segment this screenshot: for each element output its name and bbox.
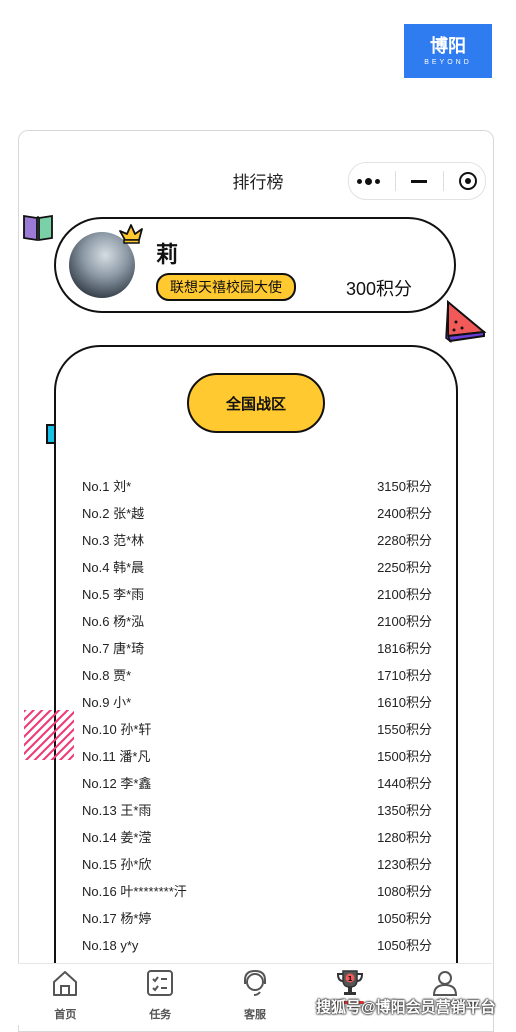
rank-name: No.1 刘*	[82, 479, 132, 494]
rank-name: No.16 叶********汗	[82, 884, 187, 899]
crown-icon	[119, 224, 143, 244]
rank-name: No.13 王*雨	[82, 803, 152, 818]
capsule-divider	[442, 171, 444, 191]
rank-points: 1710积分	[377, 668, 432, 683]
user-name: 莉	[156, 242, 179, 267]
home-icon	[50, 968, 80, 998]
headset-icon	[240, 968, 270, 998]
tab-home[interactable]: 首页	[18, 964, 113, 1025]
rank-points: 1230积分	[377, 857, 432, 872]
list-item: No.12 李*鑫 1440积分	[82, 770, 432, 797]
tab-profile[interactable]	[397, 964, 492, 1025]
rank-points: 2100积分	[377, 587, 432, 602]
rank-name: No.17 杨*婷	[82, 911, 152, 926]
bottom-tab-bar: 首页 任务 客服 1	[18, 963, 492, 1025]
rank-name: No.8 贾*	[82, 668, 132, 683]
rank-points: 1050积分	[377, 938, 432, 953]
rank-name: No.9 小*	[82, 695, 132, 710]
list-item: No.6 杨*泓 2100积分	[82, 608, 432, 635]
trophy-icon: 1	[335, 968, 365, 998]
rank-points: 1816积分	[377, 641, 432, 656]
close-target-icon[interactable]	[459, 172, 478, 190]
list-item: No.13 王*雨 1350积分	[82, 797, 432, 824]
tab-tasks[interactable]: 任务	[113, 964, 208, 1025]
mini-program-capsule	[348, 162, 486, 200]
rank-name: No.18 y*y	[82, 938, 139, 953]
minimize-icon[interactable]	[411, 179, 428, 183]
tab-label: 首页	[54, 1009, 77, 1021]
rank-points: 1350积分	[377, 803, 432, 818]
list-item: No.16 叶********汗 1080积分	[82, 878, 432, 905]
rank-points: 1610积分	[377, 695, 432, 710]
user-icon	[430, 968, 460, 998]
rank-name: No.12 李*鑫	[82, 776, 152, 791]
user-points: 300积分	[346, 279, 413, 299]
active-tab-indicator	[335, 1001, 364, 1004]
rank-name: No.5 李*雨	[82, 587, 145, 602]
list-item: No.9 小* 1610积分	[82, 689, 432, 716]
ambassador-badge: 联想天禧校园大使	[156, 273, 296, 301]
rank-points: 1080积分	[377, 884, 432, 899]
rank-name: No.11 潘*凡	[82, 749, 151, 764]
task-list-icon	[145, 968, 175, 998]
rank-name: No.10 孙*轩	[82, 722, 152, 737]
list-item: No.14 姜*滢 1280积分	[82, 824, 432, 851]
profile-card: 莉 联想天禧校园大使 300积分	[54, 217, 456, 313]
rank-points: 1550积分	[377, 722, 432, 737]
list-item: No.3 范*林 2280积分	[82, 527, 432, 554]
ranking-list: No.1 刘* 3150积分 No.2 张*越 2400积分 No.3 范*林 228…	[82, 473, 432, 959]
rank-name: No.14 姜*滢	[82, 830, 152, 845]
list-item: No.17 杨*婷 1050积分	[82, 905, 432, 932]
rank-points: 1280积分	[377, 830, 432, 845]
rank-points: 1050积分	[377, 911, 432, 926]
list-item: No.10 孙*轩 1550积分	[82, 716, 432, 743]
brand-logo: 博阳 BEYOND	[404, 24, 492, 78]
rank-name: No.15 孙*欣	[82, 857, 152, 872]
leaderboard-panel: 全国战区 No.1 刘* 3150积分 No.2 张*越 2400积分 No.3 范…	[54, 345, 458, 987]
rank-name: No.3 范*林	[82, 533, 145, 548]
page-title: 排行榜	[232, 173, 284, 192]
svg-text:1: 1	[347, 975, 352, 983]
rank-points: 2400积分	[377, 506, 432, 521]
rank-points: 3150积分	[377, 479, 432, 494]
list-item: No.5 李*雨 2100积分	[82, 581, 432, 608]
rank-points: 2100积分	[377, 614, 432, 629]
tab-leaderboard[interactable]: 1	[302, 964, 397, 1025]
watermark-text: 搜狐号@博阳会员营销平台	[316, 999, 496, 1016]
decor-stripes	[24, 710, 74, 760]
book-icon	[23, 214, 53, 242]
brand-name: 博阳	[430, 36, 466, 56]
more-options-icon[interactable]	[356, 177, 380, 185]
rank-points: 1440积分	[377, 776, 432, 791]
rank-name: No.7 唐*琦	[82, 641, 145, 656]
rank-name: No.4 韩*晨	[82, 560, 145, 575]
rank-points: 2250积分	[377, 560, 432, 575]
tab-service[interactable]: 客服	[208, 964, 303, 1025]
rank-points: 2280积分	[377, 533, 432, 548]
list-item: No.15 孙*欣 1230积分	[82, 851, 432, 878]
list-item: No.7 唐*琦 1816积分	[82, 635, 432, 662]
rank-points: 1500积分	[377, 749, 432, 764]
watermelon-slice-icon	[445, 299, 487, 344]
list-item: No.4 韩*晨 2250积分	[82, 554, 432, 581]
rank-name: No.6 杨*泓	[82, 614, 145, 629]
list-item: No.8 贾* 1710积分	[82, 662, 432, 689]
list-item: No.2 张*越 2400积分	[82, 500, 432, 527]
list-item: No.1 刘* 3150积分	[82, 473, 432, 500]
national-zone-button[interactable]: 全国战区	[187, 373, 325, 433]
rank-name: No.2 张*越	[82, 506, 145, 521]
list-item: No.11 潘*凡 1500积分	[82, 743, 432, 770]
tab-label: 任务	[149, 1009, 172, 1021]
capsule-divider	[395, 171, 397, 191]
brand-sub: BEYOND	[424, 59, 472, 66]
list-item: No.18 y*y 1050积分	[82, 932, 432, 959]
tab-label: 客服	[243, 1009, 266, 1021]
